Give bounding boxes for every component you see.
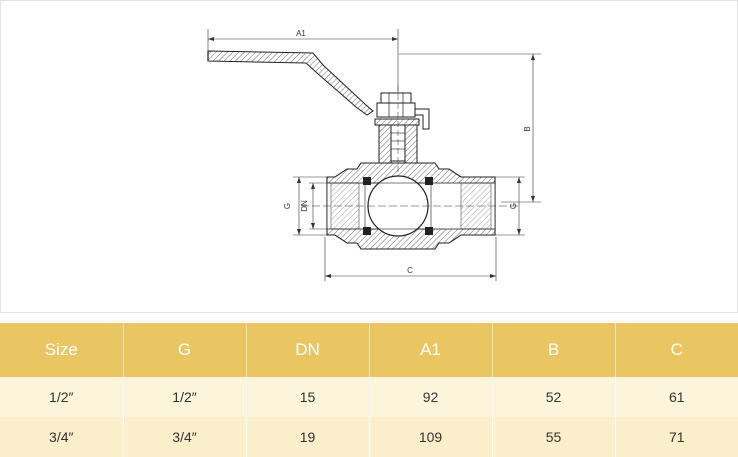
cell-dn: 15 <box>246 377 370 417</box>
label-dn: DN <box>300 200 309 212</box>
cell-b: 55 <box>492 417 616 457</box>
dimension-g-left: G <box>283 176 327 236</box>
header-a1: A1 <box>369 323 493 377</box>
label-g-left: G <box>283 203 292 209</box>
label-a1: A1 <box>296 29 306 38</box>
dimension-a1: A1 <box>207 29 399 101</box>
table-header-row: Size G DN A1 B C <box>0 323 738 377</box>
dimension-b: B <box>399 53 541 203</box>
header-g: G <box>123 323 247 377</box>
cell-c: 71 <box>615 417 738 457</box>
header-c: C <box>615 323 738 377</box>
cell-a1: 109 <box>369 417 493 457</box>
header-b: B <box>492 323 616 377</box>
table-row: 3/4″ 3/4″ 19 109 55 71 <box>0 417 738 457</box>
label-c: C <box>407 266 413 275</box>
dimension-g-right: G <box>495 176 525 236</box>
cell-g: 1/2″ <box>123 377 247 417</box>
cell-dn: 19 <box>246 417 370 457</box>
label-b: B <box>523 126 532 131</box>
cell-g: 3/4″ <box>123 417 247 457</box>
handle-lever <box>207 50 374 116</box>
label-g-right: G <box>509 203 518 209</box>
cell-size: 3/4″ <box>0 417 124 457</box>
cell-a1: 92 <box>369 377 493 417</box>
cell-b: 52 <box>492 377 616 417</box>
dimensions-table: Size G DN A1 B C 1/2″ 1/2″ 15 92 52 61 3… <box>0 323 738 457</box>
stem-assembly <box>374 85 430 181</box>
dimension-dn: DN <box>300 182 327 230</box>
cell-size: 1/2″ <box>0 377 124 417</box>
header-size: Size <box>0 323 124 377</box>
valve-body <box>301 162 521 250</box>
header-dn: DN <box>246 323 370 377</box>
cell-c: 61 <box>615 377 738 417</box>
table-row: 1/2″ 1/2″ 15 92 52 61 <box>0 377 738 417</box>
valve-technical-drawing: A1 <box>0 0 738 313</box>
ball-valve-diagram: A1 <box>207 29 541 281</box>
dimension-c: C <box>324 237 497 281</box>
